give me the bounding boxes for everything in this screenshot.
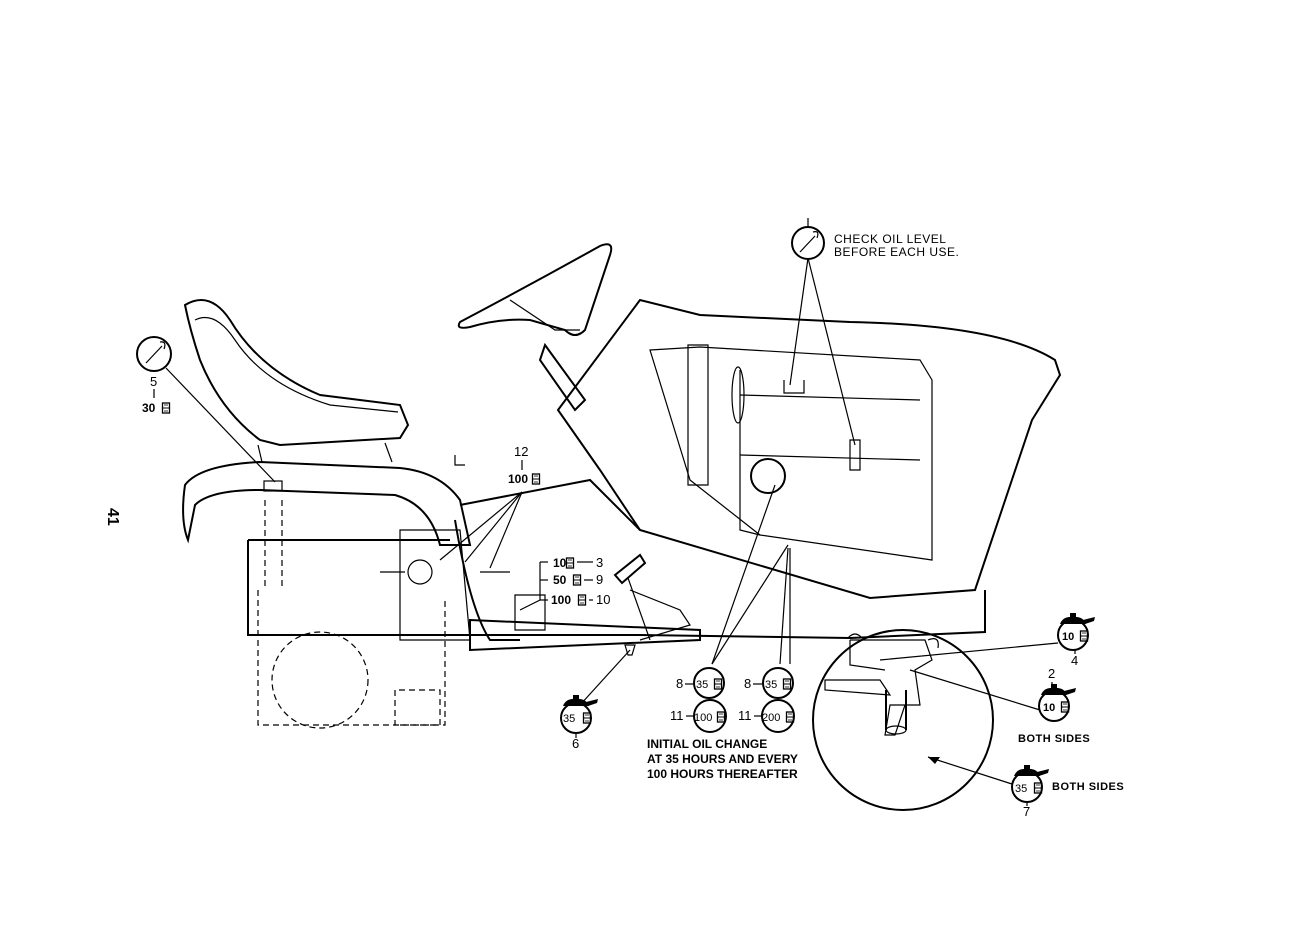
svg-text:50: 50 <box>553 573 567 587</box>
svg-text:4: 4 <box>1071 653 1078 668</box>
service-row-10: 100 10 <box>540 592 610 607</box>
svg-text:100: 100 <box>508 472 528 486</box>
svg-text:35: 35 <box>765 679 777 691</box>
svg-text:2: 2 <box>1048 666 1055 681</box>
callout-8-right: 8 35 <box>744 668 793 698</box>
callout-11-left: 11 100 <box>670 700 726 732</box>
check-oil-note-line1: CHECK OIL LEVEL <box>834 232 946 246</box>
svg-text:35: 35 <box>696 679 708 691</box>
svg-text:11: 11 <box>738 708 752 723</box>
page-number: 41 <box>104 508 121 526</box>
initial-oil-note-line2: AT 35 HOURS AND EVERY <box>647 752 798 766</box>
svg-text:10: 10 <box>1043 702 1055 714</box>
hourglass-icon <box>574 575 581 585</box>
callout-4: 10 4 <box>1058 613 1095 668</box>
dipstick-callout-top <box>792 227 824 259</box>
callout-2: 2 10 <box>1039 666 1076 721</box>
initial-oil-note-line3: 100 HOURS THEREAFTER <box>647 767 798 781</box>
both-sides-note-upper: BOTH SIDES <box>1018 733 1090 745</box>
hourglass-icon <box>579 595 586 605</box>
svg-text:8: 8 <box>676 676 683 691</box>
svg-text:30: 30 <box>142 401 156 415</box>
check-oil-note-line2: BEFORE EACH USE. <box>834 245 959 259</box>
callout-11-right: 11 200 <box>738 700 794 732</box>
callout-12: 12 100 <box>508 444 540 486</box>
svg-text:10: 10 <box>553 556 567 570</box>
tractor-illustration <box>183 244 1060 810</box>
svg-text:200: 200 <box>762 712 780 724</box>
svg-text:3: 3 <box>596 555 603 570</box>
hourglass-icon <box>163 403 170 413</box>
oil-can-icon <box>1060 613 1095 624</box>
svg-text:9: 9 <box>596 572 603 587</box>
callout-5: 5 30 <box>137 337 171 415</box>
svg-text:100: 100 <box>694 712 712 724</box>
svg-text:10: 10 <box>1062 631 1074 643</box>
hourglass-icon <box>567 558 574 568</box>
callout-8-left: 8 35 <box>676 668 724 698</box>
oil-can-icon <box>563 695 598 706</box>
hourglass-icon <box>533 474 540 484</box>
callout-7: 35 7 <box>1012 765 1049 819</box>
svg-text:12: 12 <box>514 444 528 459</box>
svg-text:11: 11 <box>670 708 684 723</box>
svg-text:35: 35 <box>563 713 575 725</box>
svg-text:7: 7 <box>1023 804 1030 819</box>
oil-can-icon <box>1041 684 1076 695</box>
svg-text:10: 10 <box>596 592 610 607</box>
service-row-9: 50 9 <box>540 572 603 587</box>
both-sides-note-lower: BOTH SIDES <box>1052 781 1124 793</box>
svg-text:6: 6 <box>572 736 579 751</box>
service-row-3: 10 3 <box>540 555 603 570</box>
initial-oil-note-line1: INITIAL OIL CHANGE <box>647 737 767 751</box>
oil-can-icon <box>1014 765 1049 776</box>
svg-text:100: 100 <box>551 593 571 607</box>
svg-text:35: 35 <box>1015 783 1027 795</box>
svg-text:5: 5 <box>150 374 157 389</box>
callout-6: 35 6 <box>561 695 598 751</box>
svg-text:8: 8 <box>744 676 751 691</box>
